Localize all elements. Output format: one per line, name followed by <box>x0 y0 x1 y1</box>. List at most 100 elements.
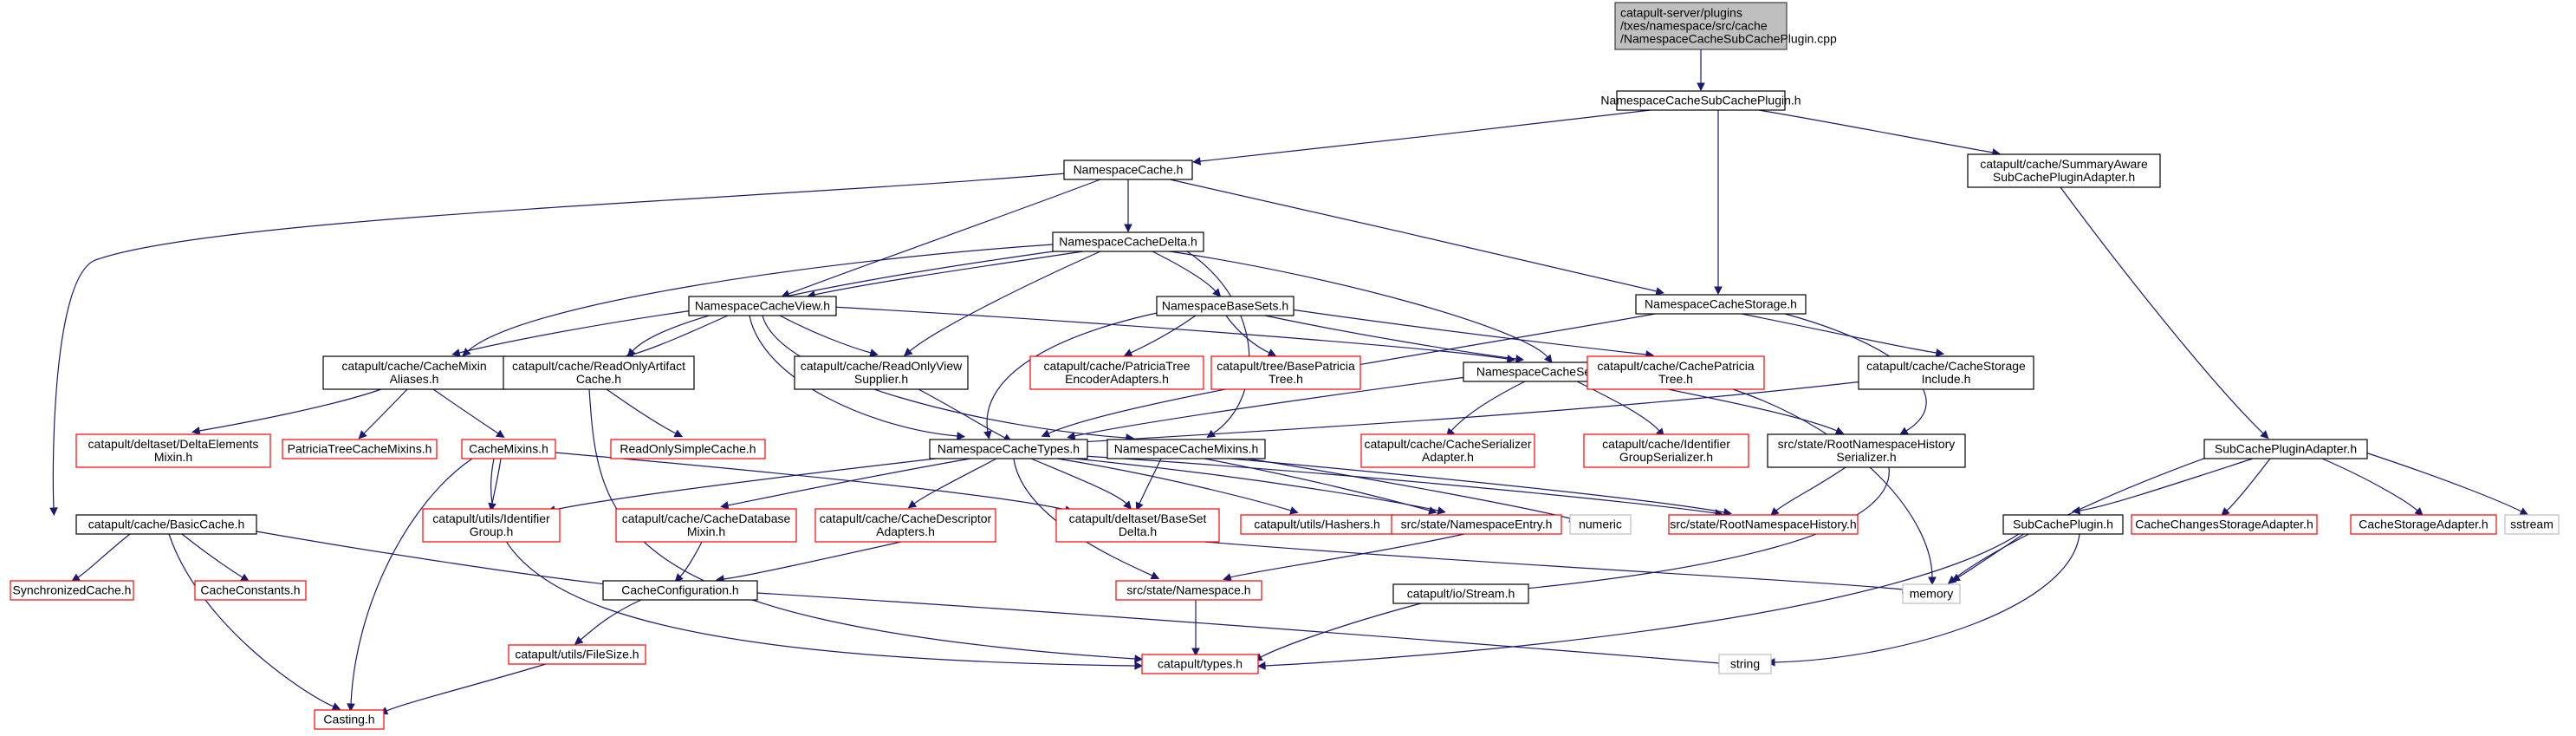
node-nsbasesets-h[interactable]: NamespaceBaseSets.h <box>1156 296 1294 316</box>
node-rootnshistoryserializer[interactable]: src/state/RootNamespaceHistorySerializer… <box>1767 433 1966 468</box>
edge-nsdelta_h-to-readonlyview <box>903 251 1101 356</box>
edge-line <box>1030 458 1127 505</box>
node-nsstorage-h[interactable]: NamespaceCacheStorage.h <box>1635 294 1807 315</box>
edge-line <box>814 251 1084 296</box>
node-subplugin-h[interactable]: NamespaceCacheSubCachePlugin.h <box>1600 90 1801 111</box>
edge-arrowhead <box>1134 661 1144 670</box>
node-box <box>1360 433 1535 468</box>
edge-line <box>918 388 1006 439</box>
edge-arrowhead <box>2414 507 2424 517</box>
node-filesize[interactable]: catapult/utils/FileSize.h <box>508 644 646 665</box>
node-box <box>503 355 695 390</box>
edge-line <box>831 306 1509 360</box>
edge-cachedatabasemixin-to-cacheconfiguration <box>674 541 703 583</box>
node-cachestorageadapter[interactable]: CacheStorageAdapter.h <box>2350 514 2497 535</box>
node-label: catapult/cache/CacheStorage <box>1866 359 2026 373</box>
node-nscache-h[interactable]: NamespaceCache.h <box>1063 160 1193 180</box>
edge-line <box>77 533 131 578</box>
edge-nstypes_h-to-hashers <box>1056 458 1299 515</box>
edge-arrowhead <box>957 432 966 440</box>
edge-nsview_h-to-readonlyartifact <box>625 315 729 359</box>
edge-line <box>2365 452 2522 512</box>
node-cachemixins-h[interactable]: CacheMixins.h <box>461 439 556 459</box>
node-box <box>508 644 646 665</box>
node-nsview-h[interactable]: NamespaceCacheView.h <box>688 296 837 316</box>
node-types-h[interactable]: catapult/types.h <box>1141 654 1259 674</box>
node-sstream[interactable]: sstream <box>2504 514 2560 535</box>
node-readonlysimple[interactable]: ReadOnlySimpleCache.h <box>610 439 766 459</box>
edge-line <box>913 458 997 505</box>
node-box <box>422 508 561 543</box>
node-identifiergroupserializer[interactable]: catapult/cache/IdentifierGroupSerializer… <box>1583 433 1749 468</box>
node-patriciatreeencoder[interactable]: catapult/cache/PatriciaTreeEncoderAdapte… <box>1029 355 1204 390</box>
node-basiccache[interactable]: catapult/cache/BasicCache.h <box>75 514 257 535</box>
edge-line <box>458 309 694 354</box>
node-subcacheplugin[interactable]: SubCachePlugin.h <box>2002 514 2124 535</box>
node-casting[interactable]: Casting.h <box>314 709 385 730</box>
node-cacheconstants[interactable]: CacheConstants.h <box>194 580 307 601</box>
node-patriciatreemixins[interactable]: PatriciaTreeCacheMixins.h <box>282 439 438 459</box>
node-label: catapult/cache/CacheDescriptor <box>820 511 992 525</box>
node-label: Mixin.h <box>154 450 192 464</box>
node-subcachepluginadapter[interactable]: SubCachePluginAdapter.h <box>2203 439 2368 459</box>
node-label: Tree.h <box>1658 372 1693 386</box>
node-label: Supplier.h <box>854 372 908 386</box>
edge-nstypes_h-to-cachedatabasemixin <box>720 458 971 510</box>
edge-rootnshistoryserializer-to-rootnshistory <box>1770 466 1846 517</box>
node-box <box>688 296 837 316</box>
edge-arrowhead <box>495 429 505 439</box>
node-string[interactable]: string <box>1718 654 1772 674</box>
edge-arrowhead <box>1506 355 1516 363</box>
node-nsdelta-h[interactable]: NamespaceCacheDelta.h <box>1052 231 1204 252</box>
edge-nsserializers_h-to-nstypes_h <box>1067 375 1474 440</box>
node-box <box>194 580 307 601</box>
node-summaryaware[interactable]: catapult/cache/SummaryAwareSubCachePlugi… <box>1967 153 2161 188</box>
node-namespace-h[interactable]: src/state/Namespace.h <box>1115 580 1262 601</box>
node-box <box>1668 514 1859 535</box>
edge-arrowhead <box>720 501 730 510</box>
node-hashers[interactable]: catapult/utils/Hashers.h <box>1240 514 1394 535</box>
node-label: catapult/tree/BasePatricia <box>1217 359 1355 373</box>
node-rootnshistory[interactable]: src/state/RootNamespaceHistory.h <box>1668 514 1859 535</box>
edge-line <box>1957 531 2028 578</box>
node-cacheconfiguration[interactable]: CacheConfiguration.h <box>602 580 758 601</box>
edge-arrowhead <box>1191 157 1202 166</box>
node-memory[interactable]: memory <box>1902 583 1961 604</box>
node-root[interactable]: catapult-server/plugins/txes/namespace/s… <box>1614 2 1837 50</box>
edge-arrowhead <box>451 348 461 357</box>
node-label: SubCachePluginAdapter.h <box>1993 170 2135 184</box>
edge-line <box>350 458 473 705</box>
node-nsmixins-h[interactable]: NamespaceCacheMixins.h <box>1106 439 1266 459</box>
node-box <box>1055 508 1220 543</box>
edge-cacheconfiguration-to-filesize <box>574 599 642 645</box>
edge-line <box>168 533 334 707</box>
node-nsentry[interactable]: src/state/NamespaceEntry.h <box>1391 514 1562 535</box>
edge-line <box>1741 313 1937 354</box>
node-cachechangesstorage[interactable]: CacheChangesStorageAdapter.h <box>2131 514 2318 535</box>
node-numeric[interactable]: numeric <box>1569 514 1632 535</box>
node-stream-h[interactable]: catapult/io/Stream.h <box>1392 583 1529 604</box>
node-label: NamespaceCacheTypes.h <box>938 442 1080 456</box>
node-label: Tree.h <box>1269 372 1303 386</box>
node-label: catapult-server/plugins <box>1620 6 1742 20</box>
node-synchronizedcache[interactable]: SynchronizedCache.h <box>10 580 134 601</box>
edge-nstypes_h-to-cachedescriptoradapters <box>907 458 997 509</box>
node-nstypes-h[interactable]: NamespaceCacheTypes.h <box>929 439 1088 459</box>
edge-nsdelta_h-to-nsmixins_h <box>1186 251 1250 439</box>
edge-namespace_h-to-types_h <box>1191 600 1200 657</box>
edge-nsbasesets_h-to-nstypes_h <box>983 311 1162 440</box>
node-box <box>615 508 797 543</box>
